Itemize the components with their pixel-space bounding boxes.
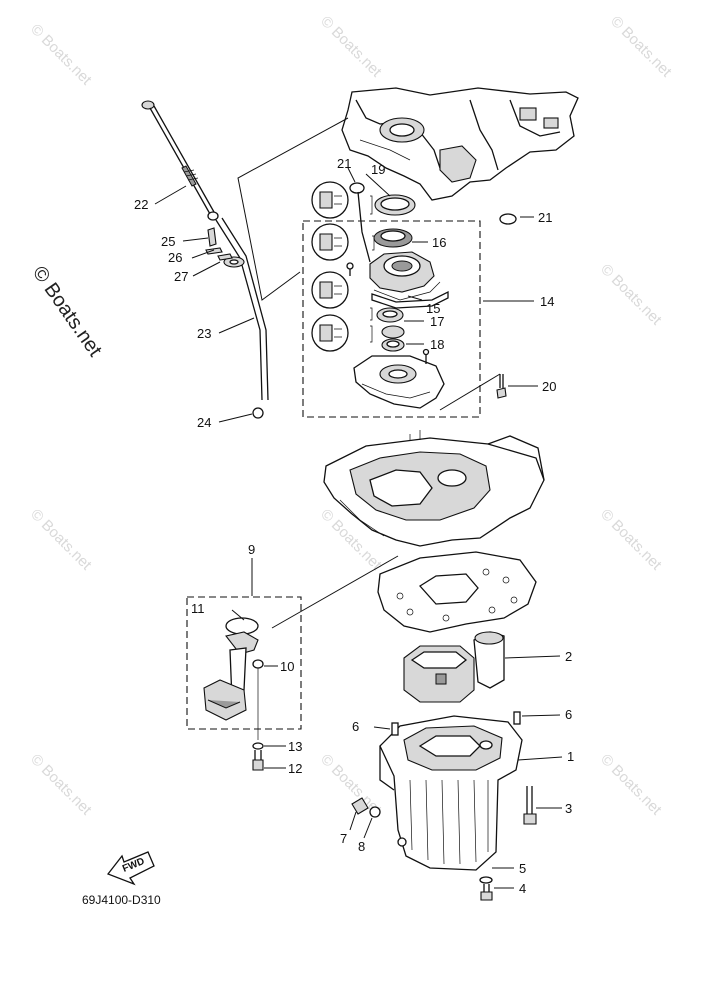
part-label: 6: [352, 719, 359, 734]
part-label: 9: [248, 542, 255, 557]
part-label: 14: [540, 294, 554, 309]
dowel-pin-6-right: [513, 711, 521, 725]
dowel-pin-6-left: [391, 722, 399, 736]
engine-block: [341, 87, 579, 201]
upper-housing: [346, 251, 441, 301]
part-label: 15: [426, 301, 440, 316]
exhaust-guide: [323, 430, 545, 547]
bolt-12-washer-13: [252, 742, 264, 771]
part-label: 19: [371, 162, 385, 177]
watermark: © Boats.net: [597, 751, 665, 819]
part-label: 21: [337, 156, 351, 171]
leader-lines: [154, 167, 563, 889]
part-label: 13: [288, 739, 302, 754]
dipstick-guide: [205, 217, 269, 419]
assembly-box-9: [186, 596, 302, 730]
lower-housing: [353, 348, 445, 409]
gasket-plate: [271, 551, 537, 633]
part-label: 17: [430, 314, 444, 329]
part-label: 22: [134, 197, 148, 212]
part-label: 2: [565, 649, 572, 664]
part-label: 23: [197, 326, 211, 341]
assembly-box-14: [302, 220, 481, 418]
part-label: 5: [519, 861, 526, 876]
watermark: © Boats.net: [317, 13, 385, 81]
part-label: 3: [565, 801, 572, 816]
part-labels: 1 2 3 4 5 6 6 7 8 9 10 11 12 13 14 15 16…: [134, 156, 574, 896]
bolt-3: [523, 786, 537, 825]
part-label: 25: [161, 234, 175, 249]
part-label: 20: [542, 379, 556, 394]
part-label: 6: [565, 707, 572, 722]
detail-circles: [311, 181, 375, 352]
part-label: 1: [567, 749, 574, 764]
watermark: © Boats.net: [27, 751, 95, 819]
part-label: 7: [340, 831, 347, 846]
part-label: 16: [432, 235, 446, 250]
oil-strainer: [203, 617, 264, 740]
watermark-large: © Boats.net: [28, 262, 106, 361]
part-label: 21: [538, 210, 552, 225]
gasket-15: [371, 290, 449, 309]
seals: [349, 182, 517, 352]
drain-plug: [351, 797, 381, 818]
part-label: 11: [191, 601, 205, 616]
watermark: © Boats.net: [27, 21, 95, 89]
part-label: 4: [519, 881, 526, 896]
watermark: © Boats.net: [607, 13, 675, 81]
watermark: © Boats.net: [597, 261, 665, 329]
oil-pan-1: [379, 715, 523, 871]
part-label: 26: [168, 250, 182, 265]
diagram-code: 69J4100-D310: [82, 893, 161, 907]
part-label: 8: [358, 839, 365, 854]
part-label: 24: [197, 415, 211, 430]
dipstick: [141, 100, 219, 221]
reference-lines: [237, 117, 349, 301]
part-label: 12: [288, 761, 302, 776]
part-label: 18: [430, 337, 444, 352]
watermark: © Boats.net: [597, 506, 665, 574]
fwd-arrow: FWD: [106, 851, 155, 886]
part-label: 10: [280, 659, 294, 674]
bolt-20: [439, 373, 507, 411]
part-label: 27: [174, 269, 188, 284]
bolt-4-washer-5: [479, 876, 493, 901]
watermark: © Boats.net: [27, 506, 95, 574]
baffle-2: [403, 631, 505, 703]
